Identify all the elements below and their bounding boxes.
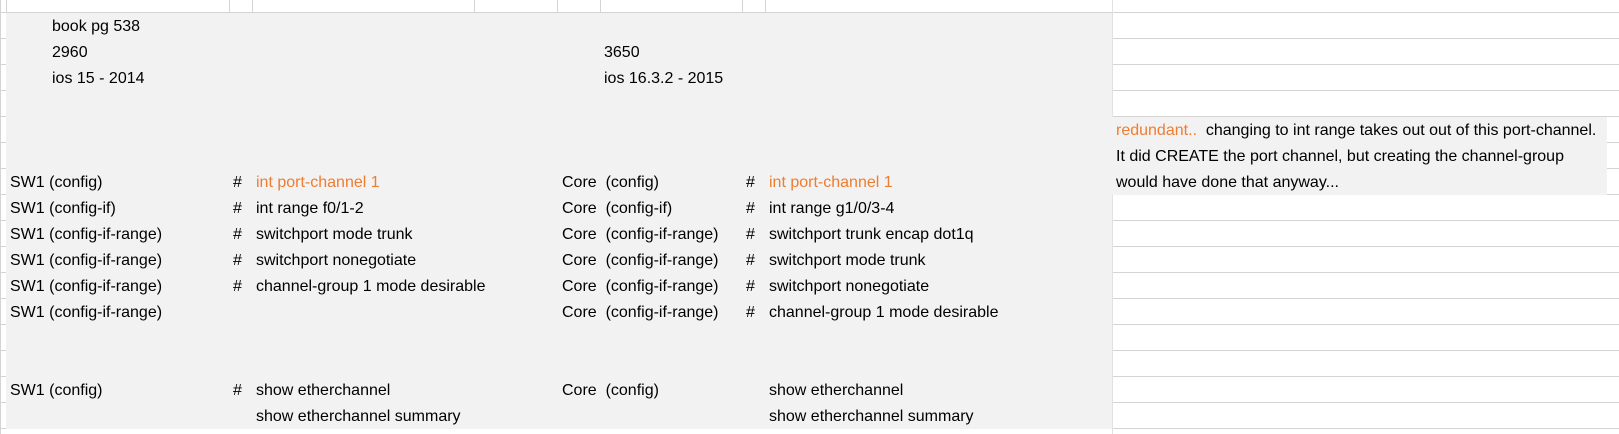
cell-core-prompt[interactable]: Core (config-if): [562, 200, 673, 217]
cell-sw1-prompt[interactable]: SW1 (config-if-range): [10, 278, 163, 295]
note-highlight: redundant..: [1116, 122, 1197, 139]
cell-sw1-cmd[interactable]: switchport mode trunk: [256, 226, 413, 243]
cell-right-ios[interactable]: ios 16.3.2 - 2015: [604, 70, 724, 87]
cell-sw1-prompt[interactable]: SW1 (config-if): [10, 200, 116, 217]
cell-sw1-prompt[interactable]: SW1 (config-if-range): [10, 252, 163, 269]
cell-core-prompt[interactable]: Core (config-if-range): [562, 278, 719, 295]
note-text: changing to int range takes out out of t…: [1116, 122, 1601, 191]
cell-sw1-hash[interactable]: #: [233, 174, 242, 191]
cell-sw1-hash[interactable]: #: [233, 252, 242, 269]
cell-note[interactable]: redundant.. changing to int range takes …: [1116, 118, 1606, 196]
cell-core-cmd[interactable]: channel-group 1 mode desirable: [769, 304, 999, 321]
shaded-range-note: [1112, 117, 1607, 195]
cell-core-cmd[interactable]: int range g1/0/3-4: [769, 200, 895, 217]
cell-sw1-cmd[interactable]: channel-group 1 mode desirable: [256, 278, 486, 295]
cell-core-hash[interactable]: #: [746, 226, 755, 243]
cell-core-prompt[interactable]: Core (config): [562, 174, 659, 191]
cell-core-hash[interactable]: #: [746, 174, 755, 191]
cell-left-model[interactable]: 2960: [52, 44, 88, 61]
cell-show-sw1-prompt[interactable]: SW1 (config): [10, 382, 103, 399]
cell-sw1-hash[interactable]: #: [233, 200, 242, 217]
cell-show-core-cmd1[interactable]: show etherchannel: [769, 382, 904, 399]
cell-sw1-prompt[interactable]: SW1 (config-if-range): [10, 304, 163, 321]
cell-sw1-cmd[interactable]: int port-channel 1: [256, 174, 380, 191]
cell-show-core-cmd2[interactable]: show etherchannel summary: [769, 408, 974, 425]
cell-core-hash[interactable]: #: [746, 304, 755, 321]
cell-core-hash[interactable]: #: [746, 200, 755, 217]
cell-left-ios[interactable]: ios 15 - 2014: [52, 70, 145, 87]
cell-core-cmd[interactable]: switchport nonegotiate: [769, 278, 930, 295]
shaded-range-main: [6, 13, 1112, 429]
cell-core-hash[interactable]: #: [746, 252, 755, 269]
cell-core-prompt[interactable]: Core (config-if-range): [562, 252, 719, 269]
cell-core-cmd[interactable]: switchport trunk encap dot1q: [769, 226, 974, 243]
cell-sw1-cmd[interactable]: int range f0/1-2: [256, 200, 364, 217]
cell-show-core-prompt[interactable]: Core (config): [562, 382, 659, 399]
cell-sw1-prompt[interactable]: SW1 (config): [10, 174, 103, 191]
cell-core-hash[interactable]: #: [746, 278, 755, 295]
cell-sw1-cmd[interactable]: switchport nonegotiate: [256, 252, 417, 269]
cell-sw1-hash[interactable]: #: [233, 226, 242, 243]
cell-sw1-prompt[interactable]: SW1 (config-if-range): [10, 226, 163, 243]
cell-sw1-hash[interactable]: #: [233, 278, 242, 295]
cell-right-model[interactable]: 3650: [604, 44, 640, 61]
cell-show-sw1-hash[interactable]: #: [233, 382, 242, 399]
cell-core-cmd[interactable]: int port-channel 1: [769, 174, 893, 191]
cell-show-sw1-cmd2[interactable]: show etherchannel summary: [256, 408, 461, 425]
cell-show-sw1-cmd1[interactable]: show etherchannel: [256, 382, 391, 399]
cell-core-prompt[interactable]: Core (config-if-range): [562, 304, 719, 321]
cell-core-prompt[interactable]: Core (config-if-range): [562, 226, 719, 243]
cell-core-cmd[interactable]: switchport mode trunk: [769, 252, 926, 269]
cell-book-page[interactable]: book pg 538: [52, 18, 141, 35]
